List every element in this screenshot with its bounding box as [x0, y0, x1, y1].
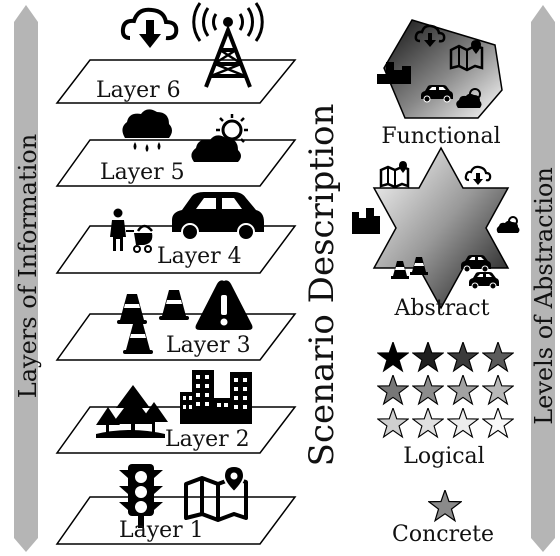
left-bar-label: Layers of Information	[14, 134, 42, 398]
sun-cloud-icon	[456, 88, 482, 108]
logical-star	[412, 375, 444, 405]
logical-star	[482, 375, 514, 405]
logical-star	[412, 342, 444, 372]
logical-star	[412, 408, 444, 438]
layer-4: Layer 4	[55, 192, 297, 274]
logical-star	[482, 408, 514, 438]
logical-star	[447, 375, 479, 405]
logical-star	[377, 408, 409, 438]
level-functional: Functional	[377, 19, 503, 149]
trees-icon	[96, 385, 168, 438]
center-title: Scenario Description	[302, 104, 342, 467]
star-row-1	[377, 342, 514, 372]
star-row-3	[377, 408, 514, 438]
layer-2: Layer 2	[55, 370, 297, 454]
car-icon	[421, 85, 453, 103]
cloud-download-icon	[120, 7, 179, 48]
layer-3: Layer 3	[55, 280, 297, 361]
car-icon	[172, 192, 264, 241]
warning-sign-icon	[195, 280, 253, 330]
logical-star	[447, 342, 479, 372]
level-label: Abstract	[394, 296, 490, 321]
car-icon	[461, 255, 499, 290]
layer-label: Layer 2	[165, 427, 250, 452]
logical-star	[447, 408, 479, 438]
logical-star	[482, 342, 514, 372]
traffic-light-icon	[119, 464, 163, 528]
radio-tower-icon	[192, 2, 264, 88]
logical-star	[377, 375, 409, 405]
layer-label: Layer 1	[119, 518, 204, 543]
level-concrete: Concrete	[392, 490, 494, 547]
right-bar-label: Levels of Abstraction	[530, 167, 558, 425]
right-arrow-bar: Levels of Abstraction	[530, 5, 558, 552]
layer-label: Layer 3	[166, 333, 251, 358]
star-row-2	[377, 375, 514, 405]
cloud-download-icon	[414, 24, 446, 47]
level-label: Concrete	[392, 522, 494, 547]
layer-label: Layer 6	[96, 78, 181, 103]
traffic-cone-icon	[391, 257, 428, 279]
concrete-star	[428, 490, 462, 522]
buildings-icon	[377, 62, 411, 84]
layer-label: Layer 4	[157, 244, 242, 269]
map-pin-icon	[379, 161, 410, 189]
layer-6: Layer 6	[55, 2, 297, 104]
level-label: Logical	[403, 444, 484, 469]
map-pin-icon	[184, 464, 248, 522]
map-pin-icon	[449, 40, 484, 72]
rain-cloud-icon	[122, 109, 172, 152]
level-abstract: Abstract	[352, 146, 520, 321]
buildings-icon	[180, 370, 252, 424]
pedestrian-stroller-icon	[110, 208, 153, 253]
layer-5: Layer 5	[55, 109, 297, 187]
layer-label: Layer 5	[100, 160, 185, 185]
sun-cloud-icon	[496, 216, 520, 233]
traffic-cone-icon	[117, 290, 189, 354]
layer-plane	[55, 59, 297, 104]
cloud-download-icon	[464, 165, 492, 185]
left-arrow-bar: Layers of Information	[14, 5, 42, 552]
level-label: Functional	[381, 124, 500, 149]
layer-plane	[55, 496, 297, 545]
layer-1: Layer 1	[55, 464, 297, 545]
logical-star	[377, 342, 409, 372]
level-logical: Logical	[377, 342, 514, 469]
buildings-icon	[352, 208, 380, 234]
sun-cloud-icon	[191, 114, 248, 162]
